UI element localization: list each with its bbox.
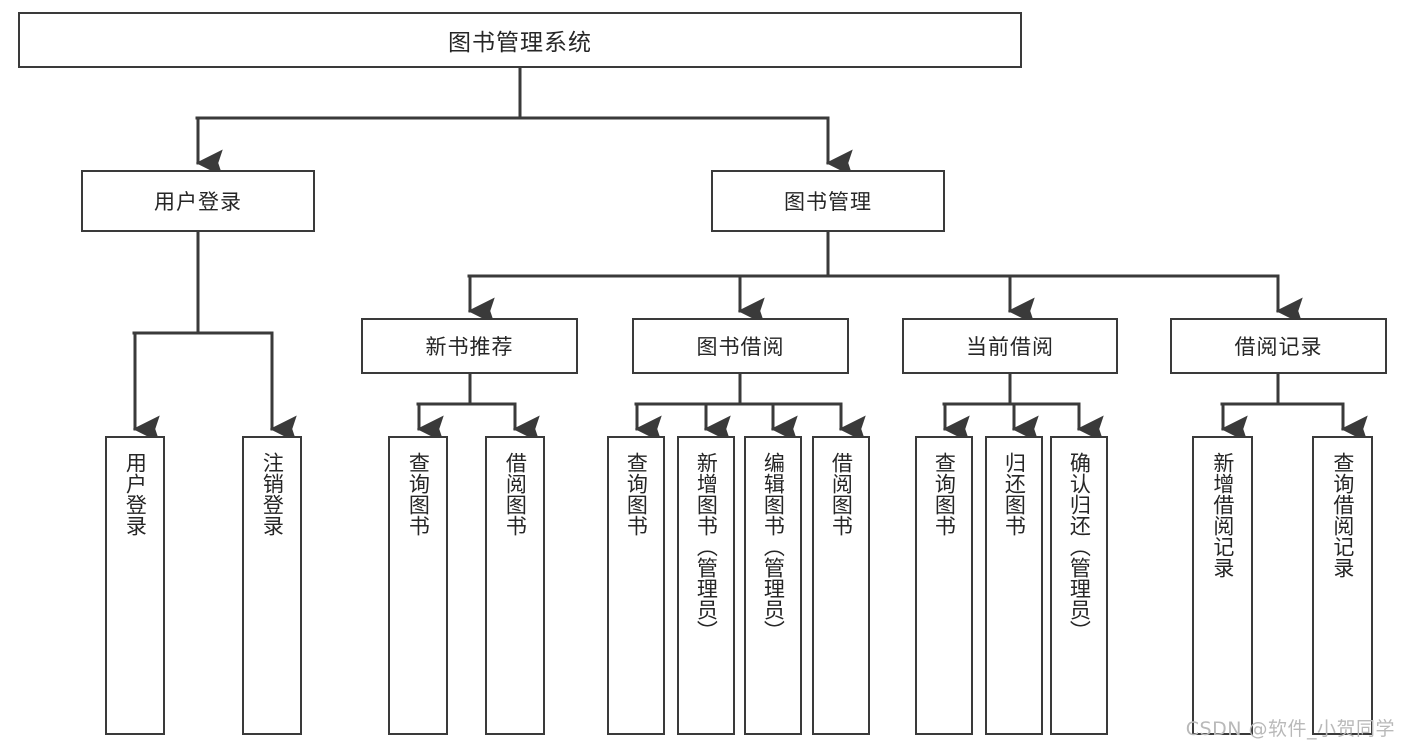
leaf-user-login-label: 用户登录 [123,452,148,536]
leaf-borrow-book-recommend[interactable]: 借阅图书 [485,436,545,735]
leaf-borrow-book-label: 借阅图书 [829,452,854,536]
leaf-query-book-recommend-label: 查询图书 [406,452,431,536]
leaf-add-book-admin-label: 新增图书（管理员） [694,452,719,641]
leaf-query-book-recommend[interactable]: 查询图书 [388,436,448,735]
leaf-borrow-book-recommend-label: 借阅图书 [503,452,528,536]
leaf-query-book-borrow-label: 查询图书 [624,452,649,536]
leaf-borrow-book[interactable]: 借阅图书 [812,436,870,735]
node-book-borrow-label: 图书借阅 [696,335,785,359]
node-book-management-label: 图书管理 [784,190,872,214]
leaf-edit-book-admin-label: 编辑图书（管理员） [761,452,786,641]
leaf-query-book-borrow[interactable]: 查询图书 [607,436,665,735]
node-new-book-recommend[interactable]: 新书推荐 [361,318,578,374]
leaf-add-book-admin[interactable]: 新增图书（管理员） [677,436,735,735]
leaf-confirm-return-admin[interactable]: 确认归还（管理员） [1050,436,1108,735]
node-current-borrow-label: 当前借阅 [966,335,1054,359]
leaf-query-borrow-record[interactable]: 查询借阅记录 [1312,436,1373,735]
leaf-confirm-return-admin-label: 确认归还（管理员） [1067,452,1092,641]
leaf-logout-label: 注销登录 [260,452,285,536]
leaf-query-book-current[interactable]: 查询图书 [915,436,973,735]
node-book-borrow[interactable]: 图书借阅 [632,318,849,374]
leaf-user-login[interactable]: 用户登录 [105,436,165,735]
leaf-logout[interactable]: 注销登录 [242,436,302,735]
leaf-edit-book-admin[interactable]: 编辑图书（管理员） [744,436,802,735]
node-new-book-recommend-label: 新书推荐 [425,335,514,359]
leaf-query-book-current-label: 查询图书 [932,452,957,536]
leaf-add-borrow-record[interactable]: 新增借阅记录 [1192,436,1253,735]
leaf-return-book-label: 归还图书 [1002,452,1027,536]
node-borrow-record-label: 借阅记录 [1234,335,1323,359]
node-root[interactable]: 图书管理系统 [18,12,1022,68]
leaf-add-borrow-record-label: 新增借阅记录 [1210,452,1235,578]
node-book-management[interactable]: 图书管理 [711,170,945,232]
node-user-login[interactable]: 用户登录 [81,170,315,232]
leaf-return-book[interactable]: 归还图书 [985,436,1043,735]
node-current-borrow[interactable]: 当前借阅 [902,318,1118,374]
node-borrow-record[interactable]: 借阅记录 [1170,318,1387,374]
node-root-label: 图书管理系统 [448,30,592,56]
leaf-query-borrow-record-label: 查询借阅记录 [1330,452,1355,578]
node-user-login-label: 用户登录 [154,190,242,214]
